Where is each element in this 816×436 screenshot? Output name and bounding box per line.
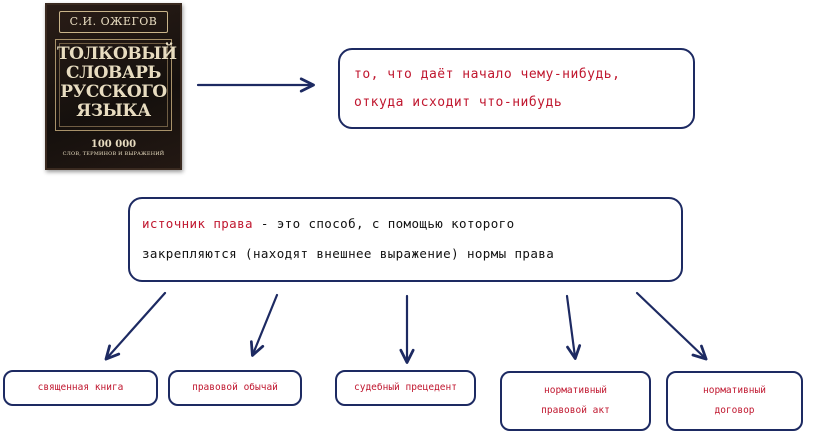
source-label: судебный прецедент: [354, 382, 457, 393]
main-definition-line: закрепляются (находят внешнее выражение)…: [142, 246, 555, 261]
source-label: нормативный: [703, 385, 766, 396]
source-label: правовой акт: [541, 405, 610, 416]
book-word-count: 100 000: [90, 139, 137, 150]
source-sacred-book: священная книга: [3, 370, 158, 406]
book-author: С.И. ОЖЕГОВ: [59, 11, 168, 33]
source-label: договор: [714, 405, 755, 416]
dictionary-book-cover: С.И. ОЖЕГОВ ТОЛКОВЫЙ СЛОВАРЬ РУССКОГО ЯЗ…: [45, 3, 182, 170]
book-title-line: ТОЛКОВЫЙ: [57, 44, 177, 64]
arrow-to-sacred-book: [104, 291, 167, 361]
source-label: священная книга: [37, 382, 124, 393]
source-normative-legal-act: нормативный правовой акт: [500, 371, 651, 431]
main-definition-text: - это способ, с помощью которого: [252, 216, 515, 231]
arrow-to-legal-custom: [249, 293, 279, 357]
book-subtitle: СЛОВ, ТЕРМИНОВ И ВЫРАЖЕНИЙ: [62, 151, 165, 157]
book-title-frame: [55, 39, 172, 131]
source-label: правовой обычай: [192, 382, 278, 393]
source-legal-custom: правовой обычай: [168, 370, 302, 406]
source-judicial-precedent: судебный прецедент: [335, 370, 476, 406]
book-title-line: СЛОВАРЬ: [66, 63, 161, 83]
book-title-line: ЯЗЫКА: [76, 101, 151, 121]
arrow-to-normative-act: [565, 294, 582, 360]
definition-box: то, что даёт начало чему-нибудь, откуда …: [338, 48, 695, 129]
source-of-law-definition-box: источник права - это способ, с помощью к…: [128, 197, 683, 282]
term-source-of-law: источник права: [142, 216, 253, 231]
definition-line: откуда исходит что-нибудь: [354, 95, 563, 110]
book-title-line: РУССКОГО: [60, 82, 167, 102]
book-title: ТОЛКОВЫЙ СЛОВАРЬ РУССКОГО ЯЗЫКА: [57, 44, 177, 121]
source-label: нормативный: [544, 385, 607, 396]
source-normative-contract: нормативный договор: [666, 371, 803, 431]
arrow-to-normative-contract: [635, 291, 708, 361]
definition-line: то, что даёт начало чему-нибудь,: [354, 67, 621, 82]
main-definition-line: источник права - это способ, с помощью к…: [142, 209, 669, 239]
